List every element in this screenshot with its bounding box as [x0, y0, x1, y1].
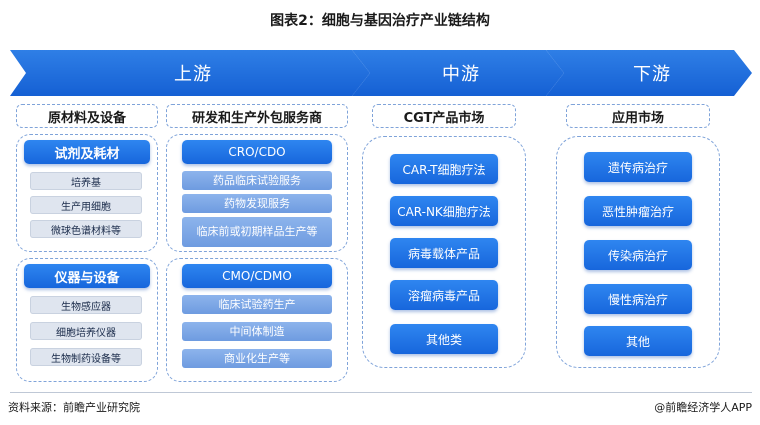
midstream-item: 病毒载体产品 [390, 238, 498, 268]
downstream-item: 慢性病治疗 [584, 284, 692, 314]
downstream-item: 遗传病治疗 [584, 152, 692, 182]
cro-item: 药物发现服务 [182, 194, 332, 213]
reagent-item: 微球色谱材料等 [30, 220, 142, 238]
midstream-item: 溶瘤病毒产品 [390, 280, 498, 310]
instrument-item: 生物感应器 [30, 296, 142, 314]
midstream-item: 其他类 [390, 324, 498, 354]
reagent-item: 生产用细胞 [30, 196, 142, 214]
cmo-button: CMO/CDMO [182, 264, 332, 288]
downstream-item: 传染病治疗 [584, 240, 692, 270]
downstream-item: 恶性肿瘤治疗 [584, 196, 692, 226]
instruments-panel [16, 258, 158, 382]
cmo-item: 商业化生产等 [182, 349, 332, 368]
cmo-item: 中间体制造 [182, 322, 332, 341]
instruments-button: 仪器与设备 [24, 264, 150, 288]
cmo-panel [166, 258, 348, 382]
downstream-item: 其他 [584, 326, 692, 356]
reagent-item: 培养基 [30, 172, 142, 190]
cro-button: CRO/CDO [182, 140, 332, 164]
cmo-item: 临床试验药生产 [182, 295, 332, 314]
stage-midstream: 中游 [352, 50, 564, 96]
raw-materials-header: 原材料及设备 [16, 104, 158, 128]
downstream-panel [556, 136, 720, 368]
midstream-panel [362, 136, 526, 368]
stage-upstream: 上游 [10, 50, 370, 96]
chart-title: 图表2：细胞与基因治疗产业链结构 [270, 13, 490, 29]
midstream-item: CAR-NK细胞疗法 [390, 196, 498, 226]
outsourcing-header: 研发和生产外包服务商 [166, 104, 348, 128]
source-note: 资料来源：前瞻产业研究院 [8, 401, 140, 414]
stage-downstream-label: 下游 [633, 64, 671, 85]
midstream-item: CAR-T细胞疗法 [390, 154, 498, 184]
cro-panel [166, 134, 348, 252]
cro-item: 临床前或初期样品生产等 [182, 217, 332, 247]
instrument-item: 生物制药设备等 [30, 348, 142, 366]
cgt-market-header: CGT产品市场 [372, 104, 516, 128]
reagents-panel [16, 134, 158, 252]
credit-note: @前瞻经济学人APP [654, 401, 752, 414]
reagents-button: 试剂及耗材 [24, 140, 150, 164]
cro-item: 药品临床试验服务 [182, 171, 332, 190]
stage-upstream-label: 上游 [174, 64, 212, 85]
instrument-item: 细胞培养仪器 [30, 322, 142, 340]
stage-midstream-label: 中游 [442, 64, 480, 85]
stage-downstream: 下游 [546, 50, 752, 96]
application-market-header: 应用市场 [566, 104, 710, 128]
footer-divider [10, 392, 752, 393]
